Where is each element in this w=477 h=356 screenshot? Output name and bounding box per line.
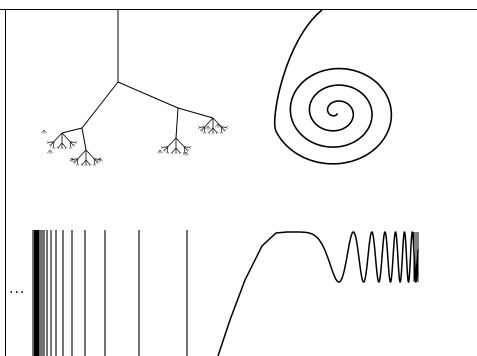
tree-twig: [69, 147, 70, 149]
tree-branch: [118, 82, 178, 108]
tree-twig: [61, 147, 62, 149]
tree-twig: [47, 150, 50, 153]
tree-twig: [59, 143, 62, 147]
tree-branch: [62, 128, 82, 133]
tree-twig: [168, 138, 176, 147]
ellipsis-label: ...: [9, 282, 25, 296]
tree-twig: [78, 150, 86, 159]
tree-branch: [82, 128, 86, 150]
tree-twig: [76, 164, 77, 166]
tree-twig: [157, 150, 160, 153]
tree-twig: [176, 148, 179, 152]
tree-twig: [208, 132, 210, 133]
tree-twig: [54, 147, 55, 149]
tree-twig: [213, 132, 214, 134]
tree-twig: [57, 147, 59, 148]
tree-twig: [171, 152, 173, 153]
tree-twig: [189, 147, 191, 148]
oscillating-curve-panel: [218, 232, 418, 356]
tree-twig: [205, 132, 206, 134]
chirp-curve: [218, 232, 418, 356]
tree-twig: [65, 147, 67, 148]
tree-twig: [173, 148, 176, 152]
vertical-lines-panel: [33, 230, 187, 356]
tree-twig: [189, 146, 191, 147]
tree-twig: [183, 152, 184, 154]
tree-twig: [81, 164, 83, 165]
tree-twig: [93, 164, 94, 166]
tree-twig: [94, 164, 95, 166]
tree-twig: [160, 150, 163, 153]
tree-twig: [161, 146, 163, 147]
tree-twig: [44, 130, 47, 133]
tree-twig: [221, 132, 222, 134]
tree-twig: [186, 152, 189, 155]
tree-twig: [75, 141, 77, 142]
tree-twig: [205, 118, 213, 127]
tree-twig: [226, 127, 228, 128]
tree-twig: [216, 132, 218, 133]
tree-twig: [62, 143, 65, 147]
tree-twig: [213, 128, 216, 132]
tree-twig: [41, 130, 44, 133]
tree-twig: [70, 147, 71, 149]
tree-twig: [212, 132, 213, 134]
spiral-curve: [275, 10, 392, 164]
tree-twig: [226, 126, 228, 127]
tree-twig: [86, 150, 94, 159]
tree-twig: [168, 152, 169, 154]
tree-twig: [52, 147, 53, 149]
tree-twig: [62, 147, 63, 149]
tree-twig: [198, 127, 200, 128]
tree-twig: [215, 124, 218, 127]
tree-twig: [86, 164, 87, 166]
tree-twig: [198, 126, 200, 127]
tree-twig: [205, 126, 208, 129]
tree-twig: [62, 133, 70, 142]
tree-twig: [179, 152, 181, 153]
tree-twig: [175, 152, 176, 154]
tree-twig: [47, 142, 49, 143]
tree-twig: [161, 147, 163, 148]
tree-twig: [176, 138, 184, 147]
tree-twig: [89, 164, 91, 165]
tree-twig: [85, 164, 86, 166]
tree-branch: [178, 108, 213, 118]
spiral-panel: [275, 10, 392, 164]
tree-twig: [54, 133, 62, 142]
tree-twig: [75, 142, 77, 143]
tree-twig: [166, 152, 167, 154]
tree-branch: [176, 108, 178, 138]
tree-twig: [220, 132, 221, 134]
tree-twig: [176, 152, 177, 154]
tree-twig: [203, 132, 204, 134]
tree-twig: [86, 160, 89, 164]
tree-twig: [78, 164, 79, 166]
tree-twig: [83, 160, 86, 164]
tree-branch: [82, 82, 118, 128]
fractal-tree-panel: [41, 10, 228, 166]
tree-twig: [47, 141, 49, 142]
tree-twig: [208, 126, 211, 129]
tree-twig: [50, 150, 53, 153]
